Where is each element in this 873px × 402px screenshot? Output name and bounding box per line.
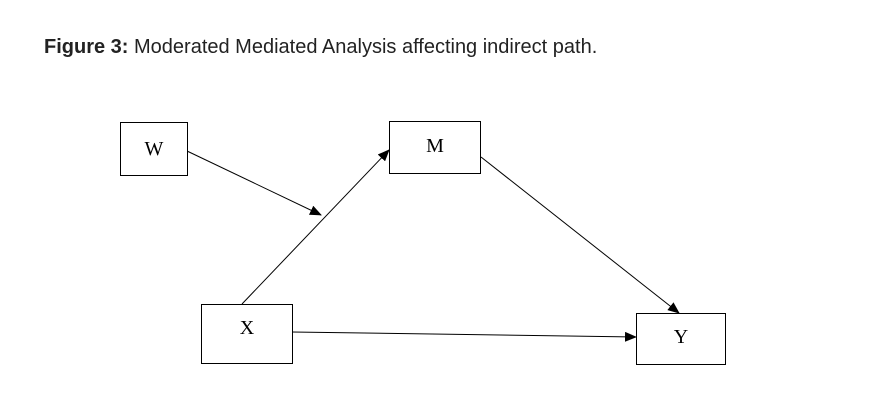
node-w-label: W bbox=[145, 138, 164, 160]
node-m: M bbox=[389, 121, 481, 174]
figure-caption-text: Moderated Mediated Analysis affecting in… bbox=[128, 36, 598, 58]
figure-caption: Figure 3: Moderated Mediated Analysis af… bbox=[44, 36, 597, 59]
node-y: Y bbox=[636, 313, 726, 365]
node-y-label: Y bbox=[674, 326, 688, 348]
edge-x-to-y bbox=[291, 331, 637, 342]
node-m-box bbox=[389, 121, 481, 174]
node-w-box bbox=[120, 122, 188, 176]
node-x-box bbox=[201, 304, 293, 364]
edge-x-to-m bbox=[241, 149, 390, 305]
node-y-box bbox=[636, 313, 726, 365]
edge-m-to-y bbox=[480, 156, 680, 314]
node-x-label: X bbox=[240, 317, 255, 339]
node-w: W bbox=[120, 122, 188, 176]
figure-label: Figure 3: bbox=[44, 36, 129, 58]
node-x: X bbox=[201, 304, 293, 364]
node-m-label: M bbox=[426, 135, 444, 157]
edge-w-to-path bbox=[186, 150, 322, 216]
